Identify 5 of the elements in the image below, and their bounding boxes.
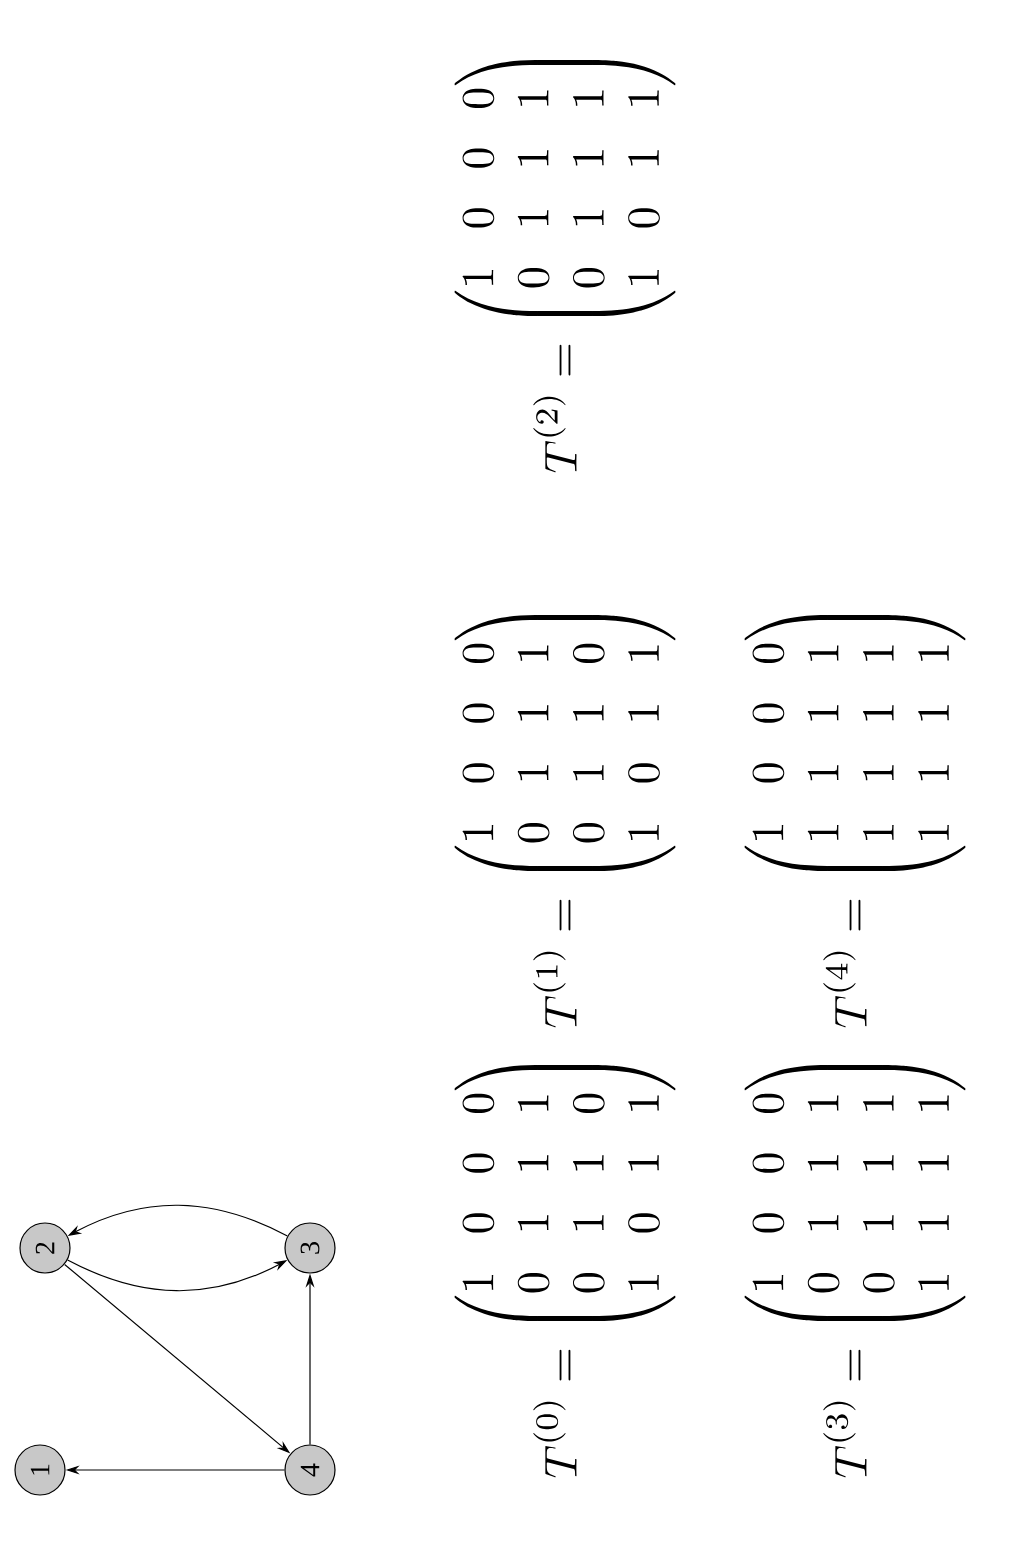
matrix-equation: $T^{(1)} = \begin{pmatrix} 1 & 0 & 0 & 0 \\ 0 & 1 & 1 & 1 \\ 0 & 1 & 1 & 0 \\ 1 & 0 & 1 & 1 \end{pmatrix}$ — [454, 615, 676, 1028]
matrix-equation: $T^{(0)} = \begin{pmatrix} 1 & 0 & 0 & 0 \\ 0 & 1 & 1 & 1 \\ 0 & 1 & 1 & 0 \\ 1 & 0 & 1 & 1 \end{pmatrix}$ — [454, 1065, 676, 1478]
matrix-equation: $T^{(3)} = \begin{pmatrix} 1 & 0 & 0 & 0 \\ 0 & 1 & 1 & 1 \\ 0 & 1 & 1 & 1 \\ 1 & 1 & 1 & 1 \end{pmatrix}$ — [744, 1065, 966, 1478]
matrix-equation: $T^{(4)} = \begin{pmatrix} 1 & 0 & 0 & 0 \\ 1 & 1 & 1 & 1 \\ 1 & 1 & 1 & 1 \\ 1 & 1 & 1 & 1 \end{pmatrix}$ — [744, 615, 966, 1028]
matrix-equation: $T^{(2)} = \begin{pmatrix} 1 & 0 & 0 & 0 \\ 0 & 1 & 1 & 1 \\ 0 & 1 & 1 & 1 \\ 1 & 0 & 1 & 1 \end{pmatrix}$ — [454, 60, 676, 473]
